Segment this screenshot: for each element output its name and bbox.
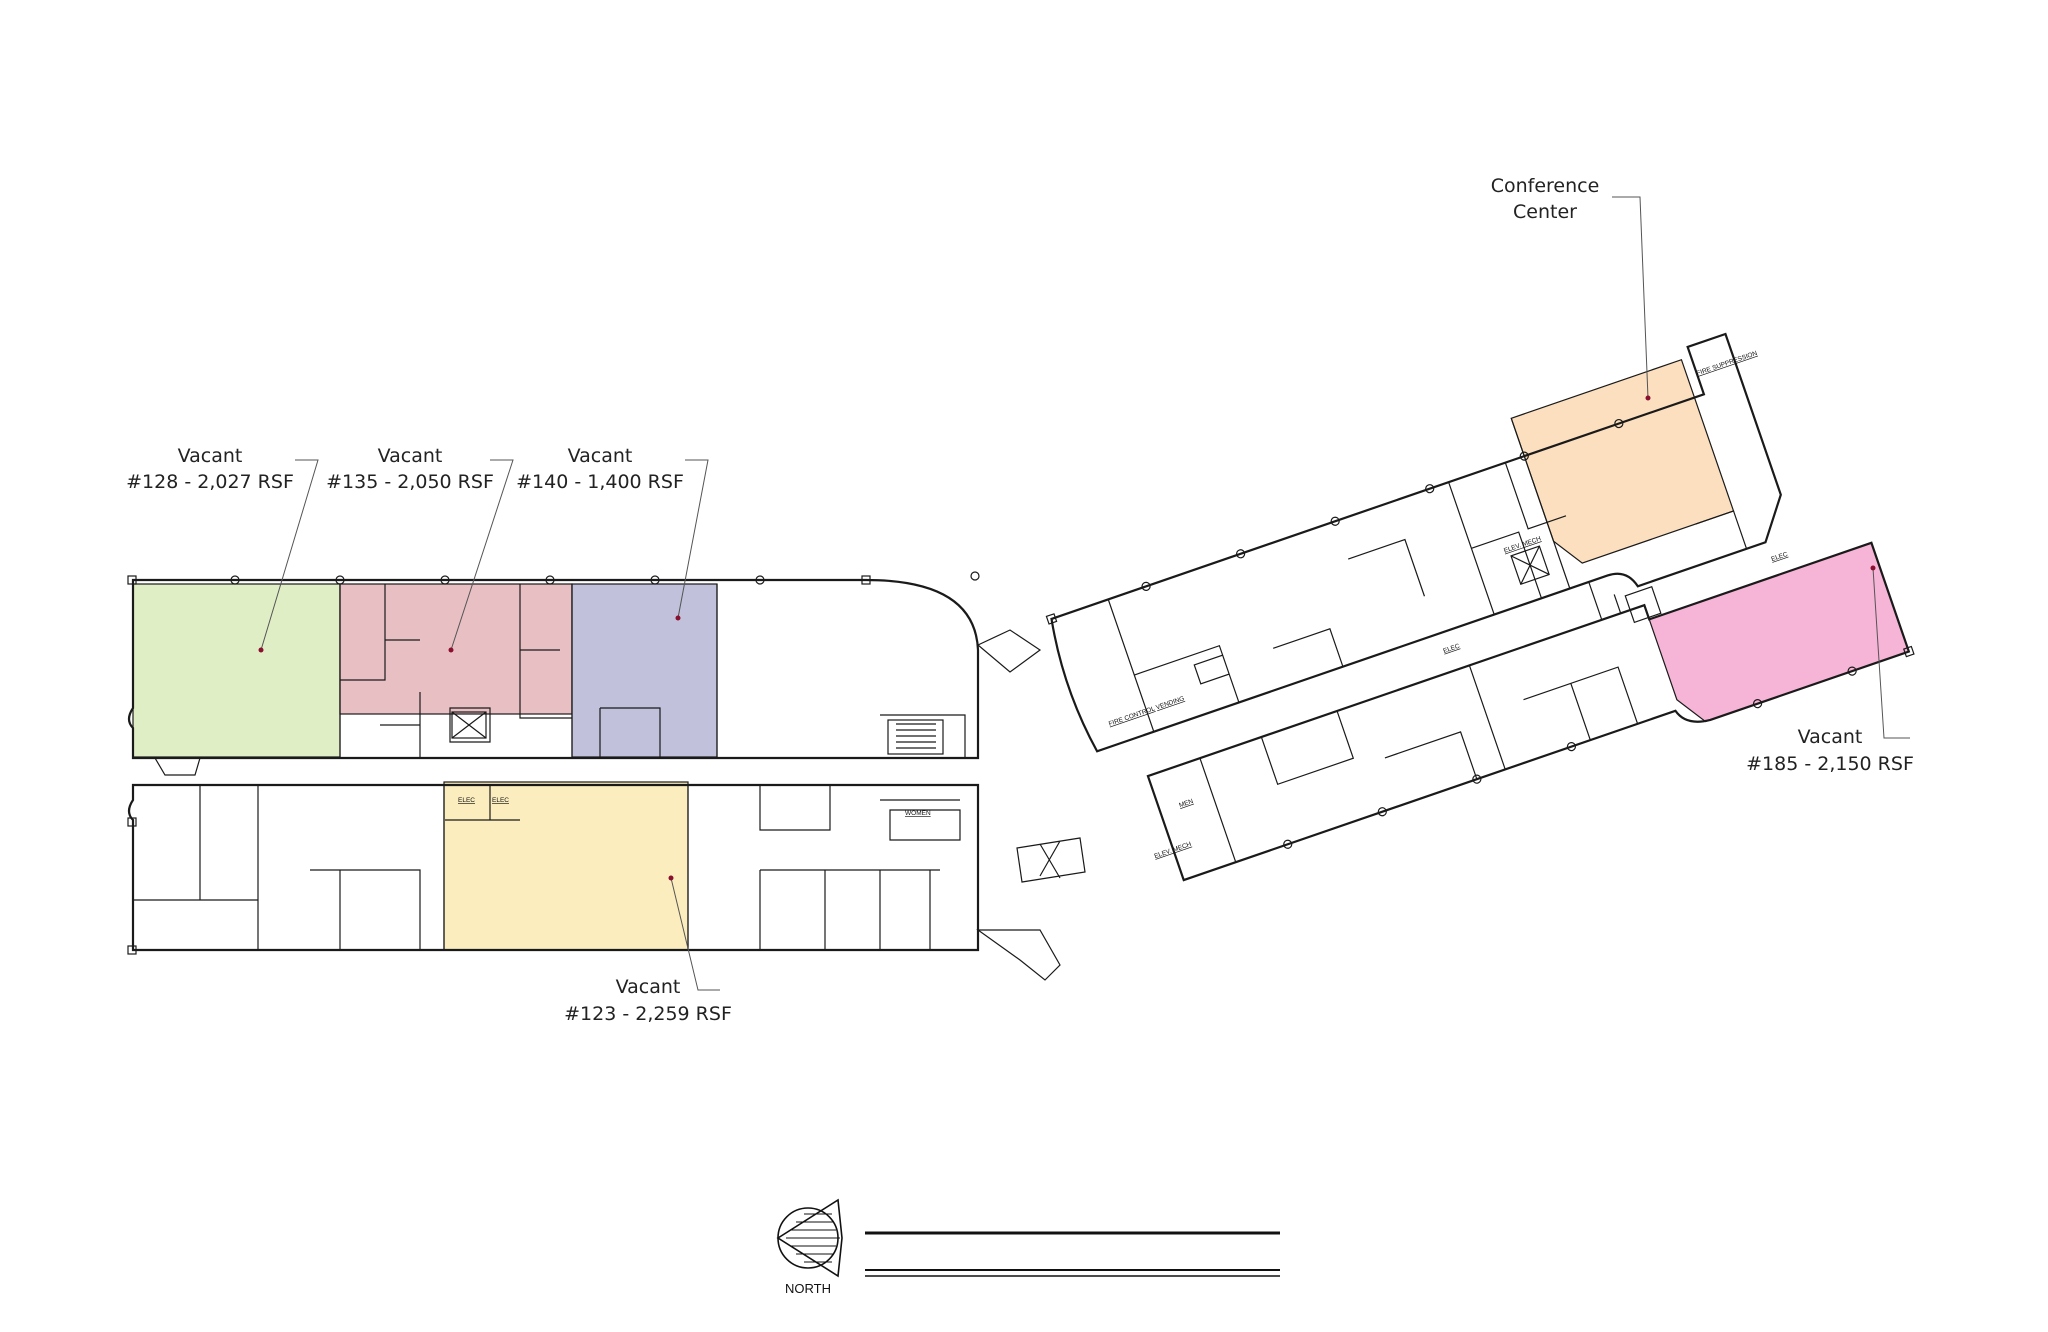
- callout-128-line2: #128 - 2,027 RSF: [126, 471, 294, 493]
- east-south-wall: [1146, 541, 1911, 882]
- stair-east: [1624, 585, 1662, 624]
- east-stair-block: [1016, 837, 1086, 883]
- callout-conference-line2: Center: [1513, 201, 1577, 223]
- west-partitions-south: [133, 785, 961, 950]
- leader-123: [670, 877, 720, 991]
- east-north-wall: [1050, 332, 1782, 753]
- label-men: MEN: [1178, 798, 1194, 809]
- callouts: Vacant #128 - 2,027 RSF Vacant #135 - 2,…: [126, 175, 1914, 1025]
- scale-bar: [865, 1231, 1280, 1277]
- suite-185-area[interactable]: [1648, 542, 1910, 728]
- leader-128: [260, 459, 319, 651]
- callout-123-line1: Vacant: [616, 976, 681, 998]
- east-partitions: [1107, 418, 1748, 863]
- callout-conference-line1: Conference: [1491, 175, 1600, 197]
- callout-140-line2: #140 - 1,400 RSF: [516, 471, 684, 493]
- suite-128-area[interactable]: [132, 583, 341, 758]
- leader-conference: [1612, 196, 1649, 399]
- label-elec-c: ELEC: [1442, 643, 1461, 655]
- conference-center-area[interactable]: [1510, 358, 1735, 570]
- elevator-west: [451, 711, 487, 739]
- callout-185-line1: Vacant: [1798, 726, 1863, 748]
- marker-185: [1870, 565, 1876, 571]
- marker-135: [448, 647, 454, 653]
- callout-123-line2: #123 - 2,259 RSF: [564, 1003, 732, 1025]
- column-markers-west: [127, 571, 980, 955]
- label-elec-a: ELEC: [458, 797, 475, 804]
- leader-140: [677, 459, 709, 619]
- leader-185: [1872, 567, 1910, 739]
- label-fire-suppression: FIRE SUPPRESSION: [1696, 350, 1759, 377]
- callout-140-line1: Vacant: [568, 445, 633, 467]
- label-vending: VENDING: [1155, 695, 1185, 711]
- suite-123-area[interactable]: [443, 781, 689, 951]
- elevator-east: [1510, 545, 1550, 586]
- callout-128-line1: Vacant: [178, 445, 243, 467]
- label-elev-mech-b: ELEV. MECH: [1153, 841, 1192, 860]
- label-elec-d: ELEC: [1770, 551, 1789, 563]
- marker-123: [668, 875, 674, 881]
- suite-140-area[interactable]: [571, 583, 718, 758]
- east-building: VENDING FIRE CONTROL FIRE SUPPRESSION EL…: [1045, 332, 1915, 882]
- callout-135-line1: Vacant: [378, 445, 443, 467]
- label-elec-b: ELEC: [492, 797, 509, 804]
- east-link-left: [976, 629, 1061, 981]
- label-women: WOMEN: [905, 810, 931, 817]
- west-building: ELEC ELEC WOMEN: [127, 571, 1061, 981]
- north-arrow: NORTH: [776, 1198, 843, 1296]
- suite-135-area[interactable]: [339, 583, 573, 715]
- callout-185-line2: #185 - 2,150 RSF: [1746, 753, 1914, 775]
- stair-west: [887, 719, 944, 755]
- marker-conference: [1645, 395, 1651, 401]
- west-south-wall: [127, 783, 980, 952]
- callout-135-line2: #135 - 2,050 RSF: [326, 471, 494, 493]
- west-partitions-north: [339, 584, 966, 757]
- west-entry-left: [153, 757, 201, 776]
- column-markers-east: [1045, 418, 1915, 849]
- marker-140: [675, 615, 681, 621]
- leader-135: [450, 459, 514, 651]
- north-label: NORTH: [785, 1281, 831, 1296]
- west-outer-wall: [127, 578, 980, 760]
- marker-128: [258, 647, 264, 653]
